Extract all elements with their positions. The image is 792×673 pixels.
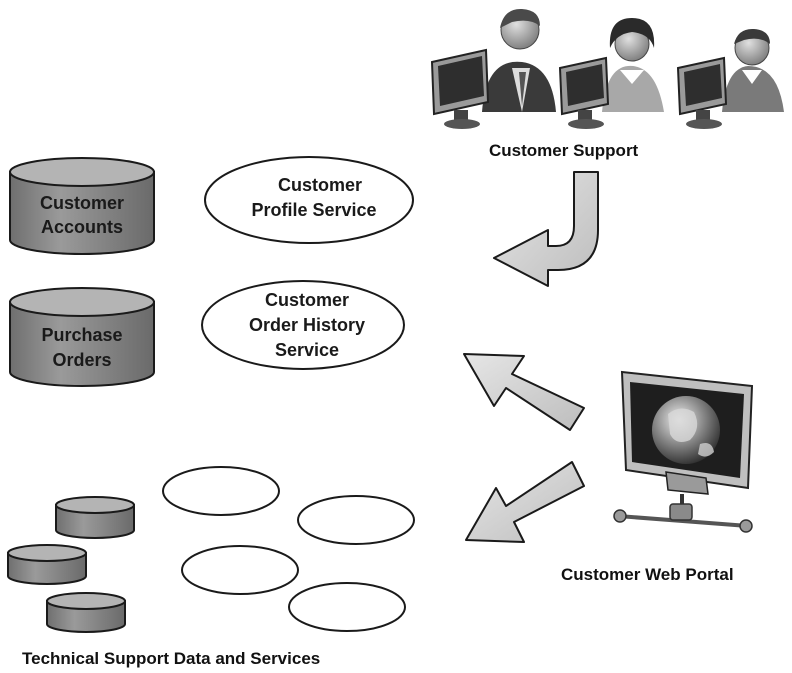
customer-web-portal-icon: [613, 370, 754, 533]
customer-accounts-database: Customer Accounts: [9, 157, 155, 255]
tech-support-service-4: [288, 582, 406, 632]
support-to-services-arrow: [493, 171, 599, 287]
tech-support-service-3: [181, 545, 299, 595]
customer-profile-service: Customer Profile Service: [204, 156, 414, 244]
purchase-orders-label-line2: Orders: [52, 350, 111, 370]
customer-support-caption: Customer Support: [489, 141, 639, 160]
purchase-orders-label-line1: Purchase: [41, 325, 122, 345]
tech-support-database-3: [46, 592, 126, 633]
tech-support-database-2: [7, 544, 87, 585]
tech-support-service-2: [297, 495, 415, 545]
purchase-orders-database: Purchase Orders: [9, 287, 155, 387]
customer-profile-label-line1: Customer: [278, 175, 362, 195]
technical-support-caption: Technical Support Data and Services: [22, 649, 321, 668]
tech-support-service-1: [162, 466, 280, 516]
customer-support-agents-icon: [430, 8, 784, 129]
support-agent-icon-1: [430, 8, 556, 129]
customer-accounts-label-line1: Customer: [40, 193, 124, 213]
customer-accounts-label-line2: Accounts: [41, 217, 123, 237]
support-agent-icon-2: [558, 18, 664, 129]
order-history-label-line1: Customer: [265, 290, 349, 310]
customer-profile-label-line2: Profile Service: [251, 200, 376, 220]
customer-web-portal-caption: Customer Web Portal: [561, 565, 734, 584]
tech-support-database-1: [55, 496, 135, 539]
customer-order-history-service: Customer Order History Service: [201, 280, 405, 370]
order-history-label-line3: Service: [275, 340, 339, 360]
portal-to-order-history-arrow: [463, 353, 585, 431]
portal-to-technical-services-arrow: [465, 461, 585, 543]
order-history-label-line2: Order History: [249, 315, 365, 335]
support-agent-icon-3: [676, 28, 784, 129]
